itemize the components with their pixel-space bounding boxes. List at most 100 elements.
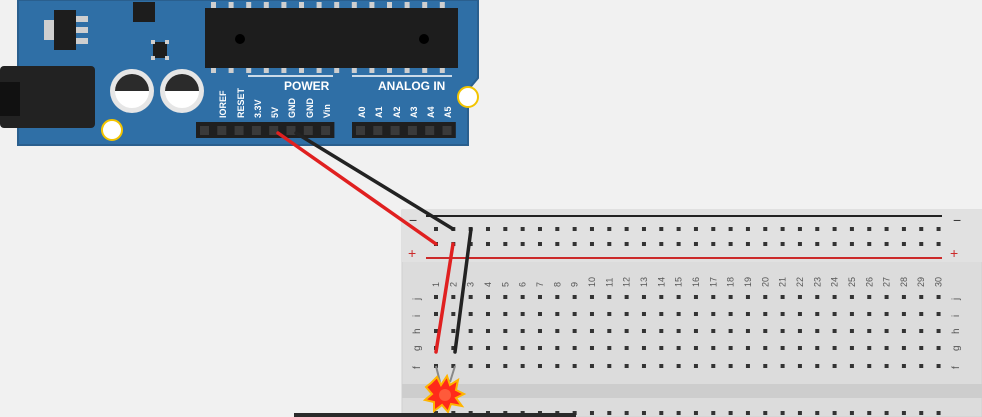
- terminal-hole[interactable]: [676, 329, 681, 333]
- terminal-hole[interactable]: [780, 364, 785, 368]
- terminal-hole[interactable]: [919, 346, 924, 350]
- rail-hole[interactable]: [728, 242, 733, 246]
- terminal-hole[interactable]: [485, 295, 490, 299]
- rail-hole[interactable]: [711, 227, 716, 231]
- terminal-hole[interactable]: [624, 346, 629, 350]
- terminal-hole[interactable]: [832, 411, 837, 415]
- terminal-hole[interactable]: [849, 295, 854, 299]
- header-socket-hole[interactable]: [234, 126, 244, 135]
- terminal-hole[interactable]: [624, 411, 629, 415]
- terminal-hole[interactable]: [849, 346, 854, 350]
- header-socket-hole[interactable]: [390, 126, 400, 135]
- terminal-hole[interactable]: [763, 411, 768, 415]
- terminal-hole[interactable]: [485, 346, 490, 350]
- terminal-hole[interactable]: [832, 364, 837, 368]
- terminal-hole[interactable]: [815, 295, 820, 299]
- terminal-hole[interactable]: [797, 329, 802, 333]
- terminal-hole[interactable]: [451, 295, 456, 299]
- terminal-hole[interactable]: [676, 346, 681, 350]
- terminal-hole[interactable]: [451, 312, 456, 316]
- terminal-hole[interactable]: [884, 411, 889, 415]
- terminal-hole[interactable]: [936, 346, 941, 350]
- terminal-hole[interactable]: [693, 346, 698, 350]
- terminal-hole[interactable]: [572, 312, 577, 316]
- terminal-hole[interactable]: [434, 295, 438, 299]
- rail-hole[interactable]: [797, 242, 802, 246]
- terminal-hole[interactable]: [555, 346, 560, 350]
- terminal-hole[interactable]: [780, 411, 785, 415]
- rail-hole[interactable]: [815, 227, 820, 231]
- terminal-hole[interactable]: [919, 312, 924, 316]
- rail-hole[interactable]: [763, 227, 768, 231]
- rail-hole[interactable]: [607, 227, 612, 231]
- terminal-hole[interactable]: [503, 364, 508, 368]
- terminal-hole[interactable]: [693, 329, 698, 333]
- arduino-board[interactable]: POWER ANALOG IN IOREF RESET 3.3V 5V GND …: [0, 0, 479, 146]
- rail-hole[interactable]: [503, 242, 508, 246]
- terminal-hole[interactable]: [659, 312, 664, 316]
- terminal-hole[interactable]: [659, 329, 664, 333]
- rail-hole[interactable]: [537, 242, 542, 246]
- terminal-hole[interactable]: [815, 411, 820, 415]
- terminal-hole[interactable]: [745, 364, 750, 368]
- terminal-hole[interactable]: [659, 364, 664, 368]
- terminal-hole[interactable]: [867, 295, 872, 299]
- header-socket-hole[interactable]: [321, 126, 331, 135]
- rail-hole[interactable]: [849, 242, 854, 246]
- terminal-hole[interactable]: [728, 295, 733, 299]
- terminal-hole[interactable]: [815, 312, 820, 316]
- terminal-hole[interactable]: [537, 295, 542, 299]
- terminal-hole[interactable]: [555, 312, 560, 316]
- red-wire-5v[interactable]: [276, 131, 438, 246]
- rail-hole[interactable]: [659, 242, 664, 246]
- terminal-hole[interactable]: [589, 312, 594, 316]
- terminal-hole[interactable]: [832, 346, 837, 350]
- terminal-hole[interactable]: [901, 411, 906, 415]
- rail-hole[interactable]: [832, 227, 837, 231]
- terminal-hole[interactable]: [624, 364, 629, 368]
- led-component[interactable]: [422, 365, 467, 414]
- terminal-hole[interactable]: [641, 295, 646, 299]
- terminal-hole[interactable]: [676, 312, 681, 316]
- rail-hole[interactable]: [503, 227, 508, 231]
- rail-hole[interactable]: [745, 242, 750, 246]
- rail-hole[interactable]: [485, 242, 490, 246]
- rail-hole[interactable]: [641, 242, 646, 246]
- header-socket-hole[interactable]: [373, 126, 383, 135]
- rail-hole[interactable]: [520, 227, 525, 231]
- terminal-hole[interactable]: [745, 329, 750, 333]
- terminal-hole[interactable]: [711, 295, 716, 299]
- terminal-hole[interactable]: [763, 346, 768, 350]
- terminal-hole[interactable]: [728, 346, 733, 350]
- rail-hole[interactable]: [867, 242, 872, 246]
- terminal-hole[interactable]: [641, 411, 646, 415]
- rail-hole[interactable]: [676, 242, 681, 246]
- terminal-hole[interactable]: [693, 364, 698, 368]
- terminal-hole[interactable]: [572, 295, 577, 299]
- terminal-hole[interactable]: [641, 312, 646, 316]
- terminal-hole[interactable]: [763, 295, 768, 299]
- terminal-hole[interactable]: [572, 346, 577, 350]
- terminal-hole[interactable]: [919, 411, 924, 415]
- terminal-hole[interactable]: [936, 411, 941, 415]
- terminal-hole[interactable]: [728, 411, 733, 415]
- terminal-hole[interactable]: [936, 364, 941, 368]
- terminal-hole[interactable]: [693, 411, 698, 415]
- terminal-hole[interactable]: [451, 329, 456, 333]
- terminal-hole[interactable]: [520, 364, 525, 368]
- terminal-hole[interactable]: [537, 364, 542, 368]
- terminal-hole[interactable]: [745, 411, 750, 415]
- rail-hole[interactable]: [745, 227, 750, 231]
- rail-hole[interactable]: [520, 242, 525, 246]
- terminal-hole[interactable]: [589, 364, 594, 368]
- terminal-hole[interactable]: [711, 312, 716, 316]
- terminal-hole[interactable]: [815, 364, 820, 368]
- terminal-hole[interactable]: [936, 312, 941, 316]
- header-socket-hole[interactable]: [217, 126, 227, 135]
- rail-hole[interactable]: [572, 227, 577, 231]
- terminal-hole[interactable]: [797, 312, 802, 316]
- rail-hole[interactable]: [763, 242, 768, 246]
- terminal-hole[interactable]: [503, 329, 508, 333]
- terminal-hole[interactable]: [780, 312, 785, 316]
